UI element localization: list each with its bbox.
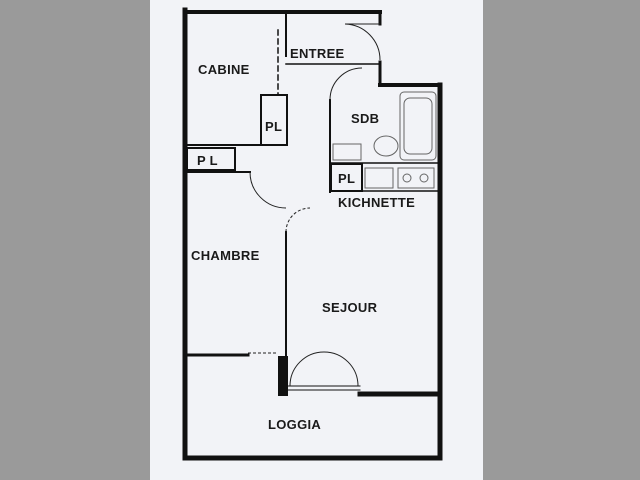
kitchen-sink [364, 167, 394, 189]
door-entree [344, 23, 381, 61]
room-label-kichnette: KICHNETTE [338, 195, 416, 210]
room-label-entree: ENTREE [290, 46, 345, 61]
door-loggia-right [323, 351, 359, 387]
door-sejour-hall [285, 207, 311, 233]
door-chambre [249, 171, 287, 209]
closet-label-pl-cabine: PL [265, 119, 283, 134]
room-label-chambre: CHAMBRE [191, 248, 260, 263]
kitchen-stove [397, 167, 435, 189]
wall-post [278, 356, 288, 396]
closet-label-pl-kitchen: PL [338, 171, 356, 186]
bath-counter [332, 143, 362, 161]
sink [373, 135, 399, 157]
room-label-cabine: CABINE [198, 62, 250, 77]
closet-box-chambre [186, 147, 236, 171]
room-label-loggia: LOGGIA [268, 417, 322, 432]
room-label-sdb: SDB [351, 111, 380, 126]
door-swings [248, 23, 381, 387]
closet-label-pl-chambre: P L [197, 153, 218, 168]
stove-burner [402, 173, 412, 183]
door-sdb [329, 67, 363, 101]
walls [182, 7, 443, 461]
floor-plan-paper [150, 0, 483, 480]
door-loggia-left [289, 351, 325, 387]
closet-box-cabine [260, 94, 288, 146]
room-label-sejour: SEJOUR [322, 300, 378, 315]
bathtub [399, 91, 437, 161]
stove-burner [419, 173, 429, 183]
fixtures [332, 91, 437, 189]
bathtub-inner [403, 97, 433, 155]
closet-box-kitchen [330, 163, 363, 192]
